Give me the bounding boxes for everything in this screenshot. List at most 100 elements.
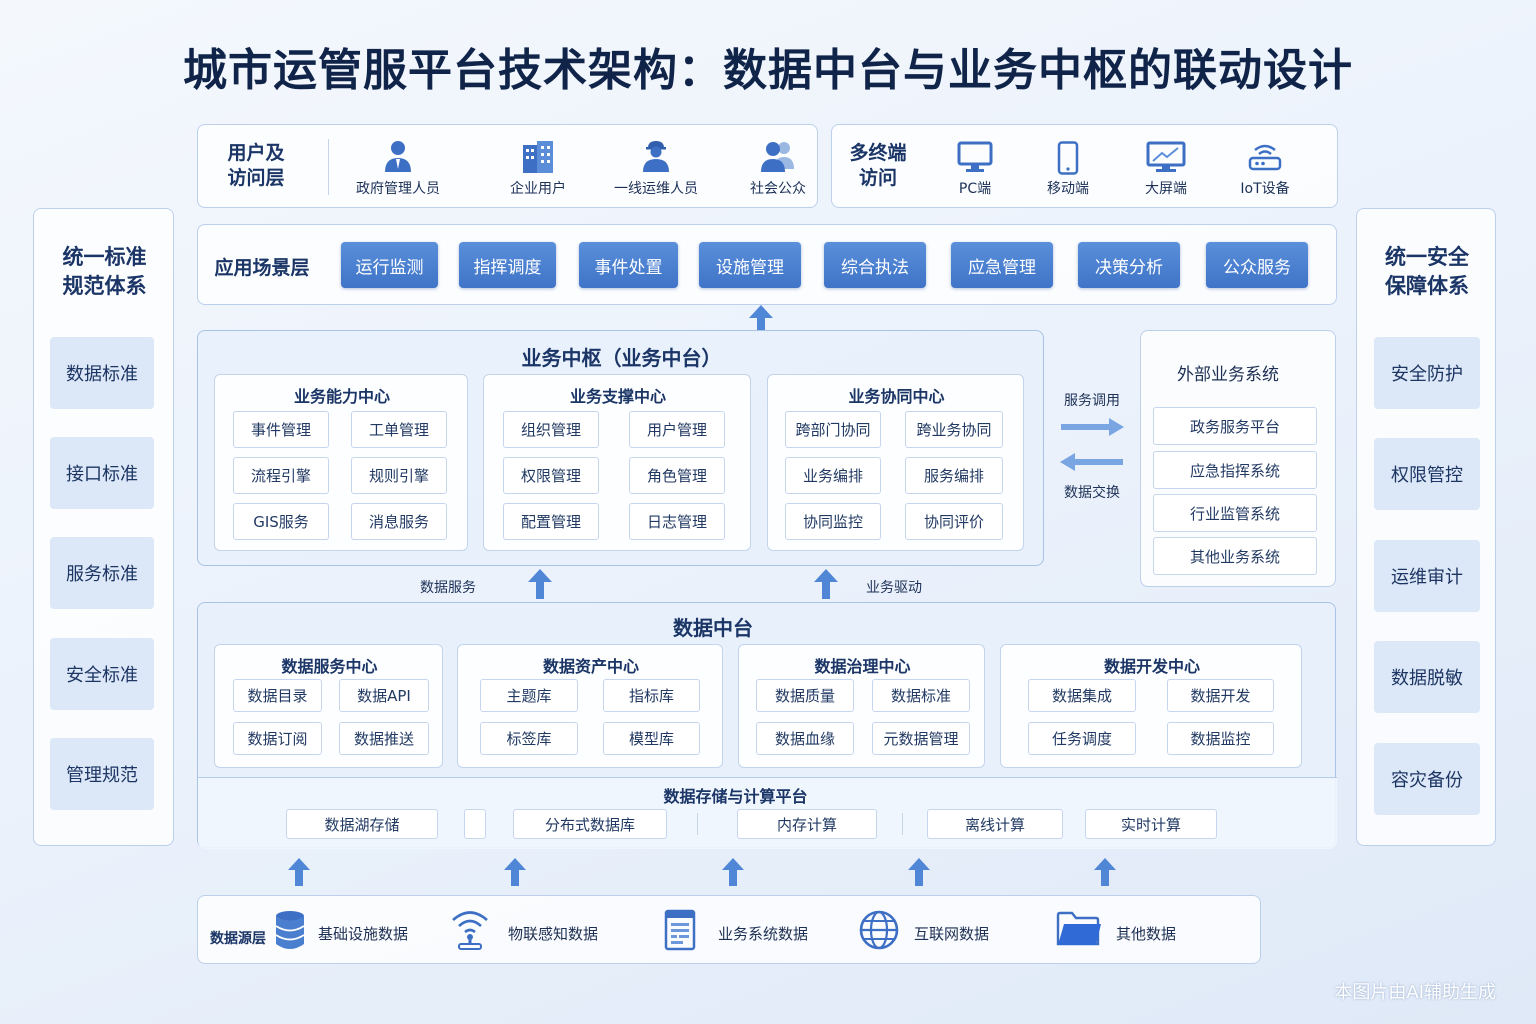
security-item: 权限管控 xyxy=(1374,438,1480,510)
biz-collab-item: 跨业务协同 xyxy=(905,411,1003,448)
ai-watermark: 本图片由AI辅助生成 xyxy=(1334,982,1496,1003)
biz-support-item: 配置管理 xyxy=(503,503,599,540)
terminal-label: PC端 xyxy=(958,181,992,197)
storage-compute-band: 数据存储与计算平台 数据湖存储 分布式数据库 内存计算 离线计算 实时计算 xyxy=(198,777,1337,849)
biz-capability-item: 消息服务 xyxy=(351,503,447,540)
storage-item: 内存计算 xyxy=(737,809,877,839)
data-group-governance: 数据治理中心 数据质量 数据标准 数据血缘 元数据管理 xyxy=(738,644,985,768)
data-dev-item: 数据监控 xyxy=(1167,722,1274,755)
biz-collab-item: 协同评价 xyxy=(905,503,1003,540)
app-scenario-item[interactable]: 设施管理 xyxy=(699,242,801,288)
standard-item: 管理规范 xyxy=(50,738,154,810)
storage-compute-title: 数据存储与计算平台 xyxy=(663,787,808,806)
data-governance-item: 数据质量 xyxy=(756,679,854,712)
biz-collab-item: 跨部门协同 xyxy=(785,411,881,448)
right-arrow-icon xyxy=(1061,418,1124,436)
data-governance-item: 数据标准 xyxy=(872,679,970,712)
data-hub-title: 数据中台 xyxy=(673,616,753,640)
biz-support-item: 日志管理 xyxy=(629,503,725,540)
standards-system-title: 统一标准 规范体系 xyxy=(62,245,147,298)
data-group-title: 数据治理中心 xyxy=(814,657,911,676)
biz-collab-item: 服务编排 xyxy=(905,457,1003,494)
data-service-item: 数据目录 xyxy=(233,679,322,712)
external-system-item: 行业监管系统 xyxy=(1153,494,1317,532)
up-arrow-icon xyxy=(722,858,744,886)
standard-item: 接口标准 xyxy=(50,437,154,509)
globe-icon xyxy=(859,910,899,950)
biz-collab-item: 协同监控 xyxy=(785,503,881,540)
data-source-label: 数据源层 xyxy=(210,931,266,947)
up-arrow-icon xyxy=(814,569,838,599)
data-asset-item: 标签库 xyxy=(480,722,578,755)
security-item: 数据脱敏 xyxy=(1374,641,1480,713)
data-dev-item: 任务调度 xyxy=(1028,722,1136,755)
biz-capability-item: 流程引擎 xyxy=(233,457,329,494)
big-screen-icon xyxy=(1146,141,1186,172)
security-system-panel: 统一安全 保障体系 安全防护 权限管控 运维审计 数据脱敏 容灾备份 xyxy=(1356,208,1496,846)
data-group-title: 数据资产中心 xyxy=(542,657,639,676)
business-document-icon xyxy=(664,909,696,951)
left-arrow-icon xyxy=(1060,453,1123,471)
worker-helmet-icon xyxy=(643,141,669,172)
data-group-asset: 数据资产中心 主题库 指标库 标签库 模型库 xyxy=(457,644,723,768)
external-systems-panel: 外部业务系统 政务服务平台 应急指挥系统 行业监管系统 其他业务系统 xyxy=(1140,330,1336,587)
government-person-icon xyxy=(385,141,411,172)
user-label: 政府管理人员 xyxy=(356,181,440,197)
mobile-phone-icon xyxy=(1057,141,1079,175)
monitor-icon xyxy=(957,141,993,172)
app-scenario-item[interactable]: 综合执法 xyxy=(824,242,926,288)
app-scenario-item[interactable]: 应急管理 xyxy=(951,242,1053,288)
biz-capability-item: 事件管理 xyxy=(233,411,329,448)
data-group-development: 数据开发中心 数据集成 数据开发 任务调度 数据监控 xyxy=(1000,644,1302,768)
storage-item: 数据湖存储 xyxy=(286,809,438,839)
data-source-item: 基础设施数据 xyxy=(318,925,409,943)
user-government: 政府管理人员 xyxy=(348,139,448,201)
security-item: 运维审计 xyxy=(1374,540,1480,612)
biz-collab-item: 业务编排 xyxy=(785,457,881,494)
biz-capability-item: 工单管理 xyxy=(351,411,447,448)
app-scenario-item[interactable]: 事件处置 xyxy=(579,242,678,288)
data-service-item: 数据推送 xyxy=(339,722,429,755)
security-system-title: 统一安全 保障体系 xyxy=(1385,245,1469,298)
security-item: 安全防护 xyxy=(1374,337,1480,409)
app-scenario-item[interactable]: 决策分析 xyxy=(1078,242,1180,288)
biz-support-item: 角色管理 xyxy=(629,457,725,494)
storage-item: 分布式数据库 xyxy=(513,809,667,839)
app-scenario-item[interactable]: 运行监测 xyxy=(341,242,438,288)
data-asset-item: 模型库 xyxy=(603,722,700,755)
data-group-service: 数据服务中心 数据目录 数据API 数据订阅 数据推送 xyxy=(214,644,443,768)
user-label: 社会公众 xyxy=(750,181,806,197)
data-dev-item: 数据集成 xyxy=(1028,679,1136,712)
data-service-item: 数据API xyxy=(339,679,429,712)
storage-spacer xyxy=(464,809,486,839)
up-arrow-icon xyxy=(288,858,310,886)
data-service-label: 数据服务 xyxy=(420,580,476,596)
biz-capability-item: 规则引擎 xyxy=(351,457,447,494)
service-call-label: 服务调用 xyxy=(1064,393,1120,409)
building-icon xyxy=(523,141,553,173)
data-group-title: 数据开发中心 xyxy=(1103,657,1200,676)
storage-item: 实时计算 xyxy=(1085,809,1217,839)
up-arrow-icon xyxy=(749,305,773,331)
business-drive-label: 业务驱动 xyxy=(866,580,922,596)
user-public: 社会公众 xyxy=(728,139,828,201)
app-scenario-item[interactable]: 指挥调度 xyxy=(459,242,556,288)
wifi-sensor-icon xyxy=(452,911,488,950)
terminal-access-panel: 多终端 访问 PC端 移动端 大屏端 IoT设备 xyxy=(831,124,1338,208)
biz-group-collaboration: 业务协同中心 跨部门协同 跨业务协同 业务编排 服务编排 协同监控 协同评价 xyxy=(767,374,1024,551)
user-enterprise: 企业用户 xyxy=(488,139,588,201)
standard-item: 服务标准 xyxy=(50,537,154,609)
up-arrow-icon xyxy=(528,569,552,599)
app-scenario-item[interactable]: 公众服务 xyxy=(1206,242,1308,288)
data-governance-item: 数据血缘 xyxy=(756,722,854,755)
page-title: 城市运管服平台技术架构：数据中台与业务中枢的联动设计 xyxy=(183,45,1353,96)
data-source-item: 其他数据 xyxy=(1116,925,1177,943)
terminal-iot: IoT设备 xyxy=(1222,141,1308,203)
terminal-label: IoT设备 xyxy=(1240,181,1290,197)
data-source-item: 物联感知数据 xyxy=(508,925,599,943)
data-governance-item: 元数据管理 xyxy=(872,722,970,755)
biz-support-item: 用户管理 xyxy=(629,411,725,448)
terminal-pc: PC端 xyxy=(932,141,1018,203)
biz-group-title: 业务能力中心 xyxy=(293,387,390,406)
app-scenario-layer: 应用场景层 运行监测 指挥调度 事件处置 设施管理 综合执法 应急管理 决策分析… xyxy=(197,224,1337,305)
